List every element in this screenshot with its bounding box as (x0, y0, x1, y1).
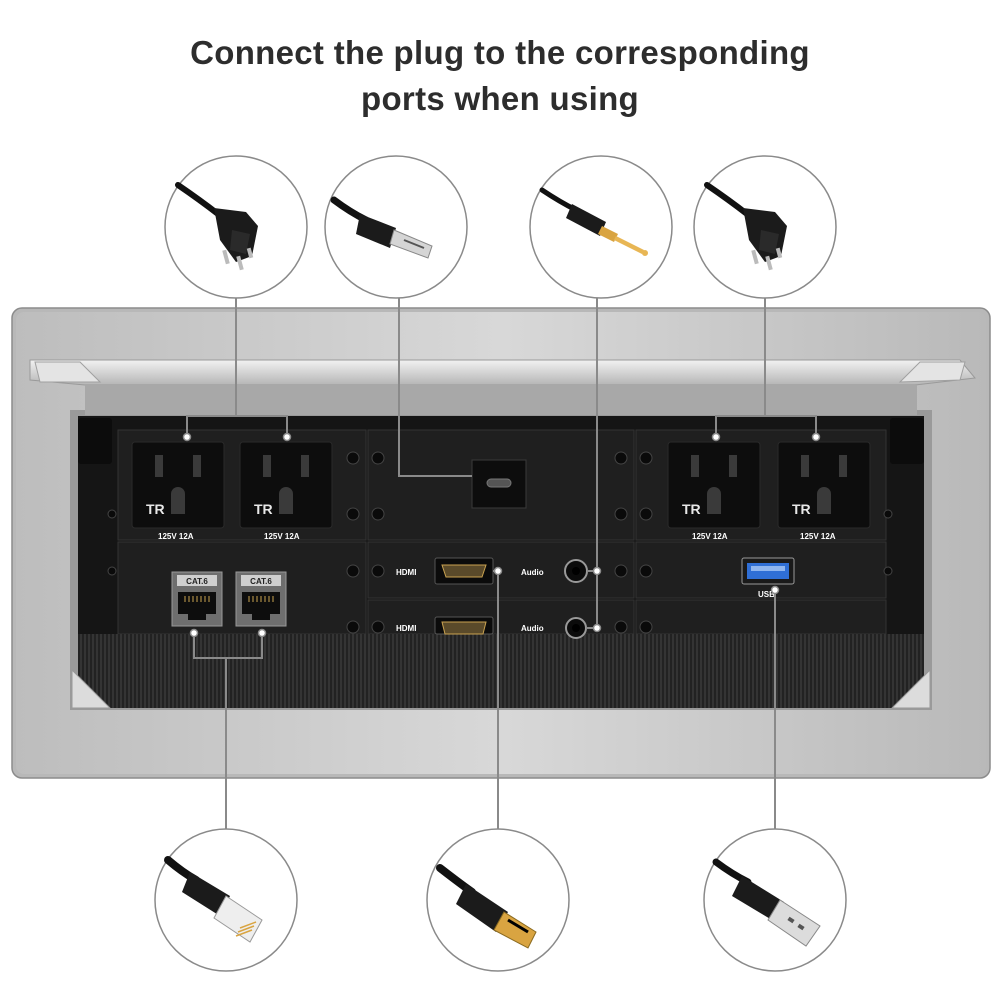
cat-label: CAT.6 (186, 577, 208, 586)
tr-mark: TR (146, 501, 165, 517)
audio-label: Audio (521, 568, 544, 577)
tr-mark: TR (682, 501, 701, 517)
callout-power-right (693, 155, 837, 299)
title-line-1: Connect the plug to the corresponding (190, 34, 810, 71)
callout-usb-a (703, 828, 847, 972)
usb-c-plug-icon (330, 196, 433, 259)
tr-mark: TR (254, 501, 273, 517)
cat-label: CAT.6 (250, 577, 272, 586)
outlet-rating: 125V 12A (158, 532, 194, 541)
hdmi-port-2[interactable] (434, 616, 494, 635)
outlet-rating: 125V 12A (264, 532, 300, 541)
brush-strip (78, 634, 924, 708)
callout-ethernet (154, 828, 298, 972)
ethernet-port-2[interactable]: CAT.6 (235, 571, 287, 627)
ethernet-plug-icon (164, 856, 263, 943)
ac-outlet-right-1[interactable]: TR (667, 441, 761, 529)
audio-port-1[interactable] (564, 559, 588, 583)
callout-usb-c (324, 155, 468, 299)
callout-power-left (164, 155, 308, 299)
power-plug-icon (704, 182, 787, 271)
hdmi-port-1[interactable] (434, 557, 494, 585)
usb-c-port[interactable] (471, 459, 527, 509)
outlet-rating: 125V 12A (692, 532, 728, 541)
hdmi-label: HDMI (396, 568, 416, 577)
tr-mark: TR (792, 501, 811, 517)
hdmi-plug-icon (436, 864, 537, 949)
audio-label: Audio (521, 624, 544, 633)
ethernet-port-1[interactable]: CAT.6 (171, 571, 223, 627)
ac-outlet-right-2[interactable]: TR (777, 441, 871, 529)
audio-port-2[interactable] (565, 617, 587, 639)
usb-label: USB (758, 590, 775, 599)
audio-jack-plug-icon (539, 187, 648, 256)
outlet-rating: 125V 12A (800, 532, 836, 541)
title-line-2: ports when using (361, 80, 639, 117)
usb-a-plug-icon (712, 858, 821, 947)
page-title: Connect the plug to the corresponding po… (0, 30, 1000, 122)
callout-hdmi (426, 828, 570, 972)
hdmi-label: HDMI (396, 624, 416, 633)
ac-outlet-left-2[interactable]: TR (239, 441, 333, 529)
panel-screws (107, 451, 893, 634)
lid (29, 359, 976, 415)
ac-outlet-left-1[interactable]: TR (131, 441, 225, 529)
callout-audio (529, 155, 673, 299)
usb-a-port[interactable] (741, 557, 795, 585)
power-plug-icon (175, 182, 258, 271)
